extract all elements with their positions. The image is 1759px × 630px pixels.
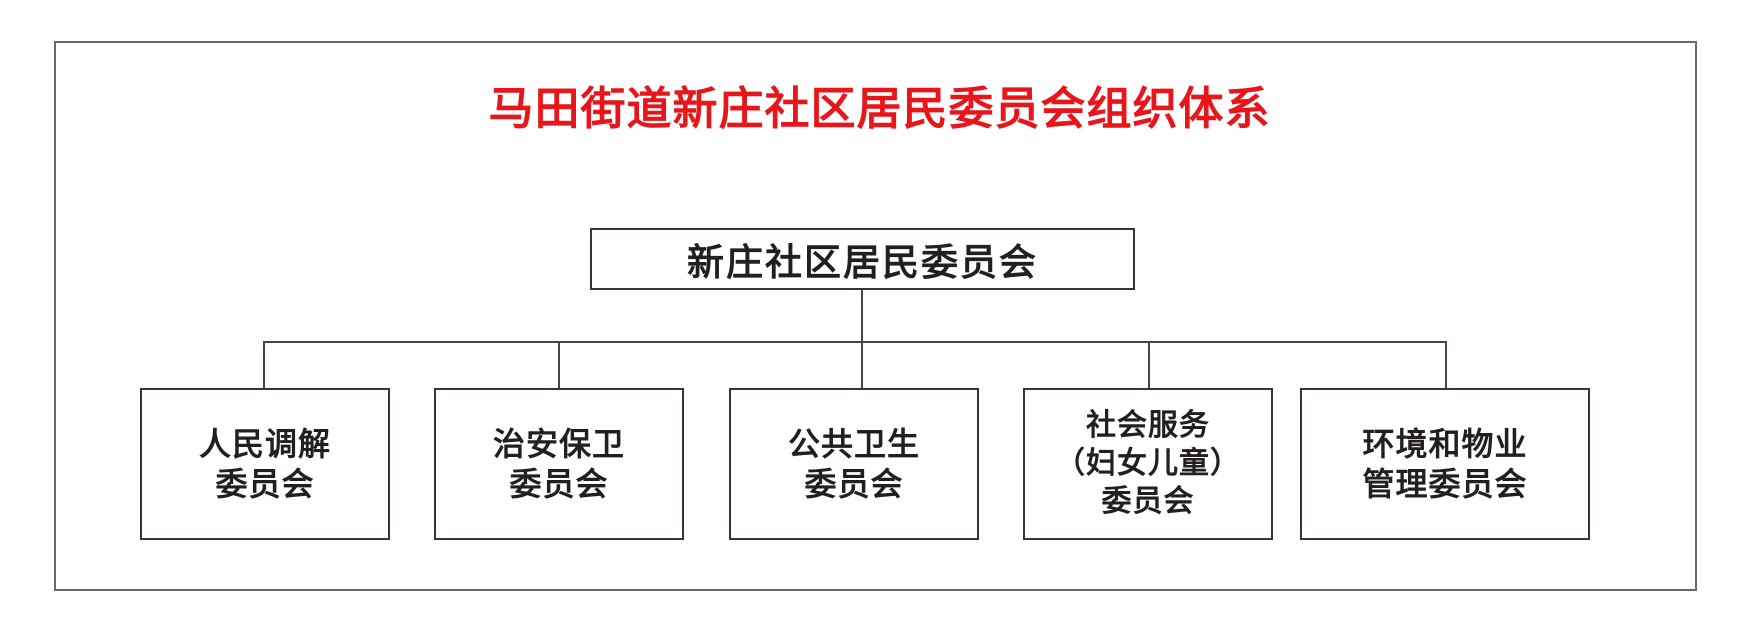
connector-horizontal-bus (263, 341, 1446, 343)
org-node-label-line1: 治安保卫 (492, 426, 625, 462)
org-node-root[interactable]: 新庄社区居民委员会 (590, 228, 1135, 290)
org-node-label-line2: 委员会 (804, 466, 904, 502)
org-node-label: 公共卫生 委员会 (782, 424, 926, 504)
org-node-root-label: 新庄社区居民委员会 (687, 243, 1038, 284)
org-node-label-line2: 委员会 (215, 466, 315, 502)
connector-drop-0 (263, 341, 265, 388)
connector-drop-1 (558, 341, 560, 388)
org-node-zhian-baowei[interactable]: 治安保卫 委员会 (434, 388, 684, 540)
org-node-label-line2: （妇女儿童） (1055, 447, 1241, 480)
org-node-shehui-fuwu[interactable]: 社会服务 （妇女儿童） 委员会 (1023, 388, 1273, 540)
org-node-label: 人民调解 委员会 (193, 424, 337, 504)
connector-drop-3 (1148, 341, 1150, 388)
org-node-label-line1: 公共卫生 (787, 426, 920, 462)
org-node-gonggong-weisheng[interactable]: 公共卫生 委员会 (729, 388, 979, 540)
org-node-renmin-tiaojie[interactable]: 人民调解 委员会 (140, 388, 390, 540)
org-node-label-line1: 环境和物业 (1362, 426, 1528, 462)
org-node-label-line2: 委员会 (509, 466, 609, 502)
chart-title: 马田街道新庄社区居民委员会组织体系 (488, 84, 1271, 134)
org-node-label-line2: 管理委员会 (1362, 466, 1528, 502)
org-node-label-line3: 委员会 (1101, 485, 1195, 518)
org-node-label-line1: 社会服务 (1086, 409, 1210, 442)
connector-drop-2 (861, 341, 863, 388)
org-node-label: 环境和物业 管理委员会 (1356, 424, 1533, 504)
org-node-label-line1: 人民调解 (198, 426, 331, 462)
org-node-label: 治安保卫 委员会 (487, 424, 631, 504)
org-node-huanjing-wuye[interactable]: 环境和物业 管理委员会 (1300, 388, 1590, 540)
org-node-label: 社会服务 （妇女儿童） 委员会 (1049, 407, 1247, 521)
connector-drop-4 (1445, 341, 1447, 388)
connector-root-trunk (861, 290, 863, 342)
